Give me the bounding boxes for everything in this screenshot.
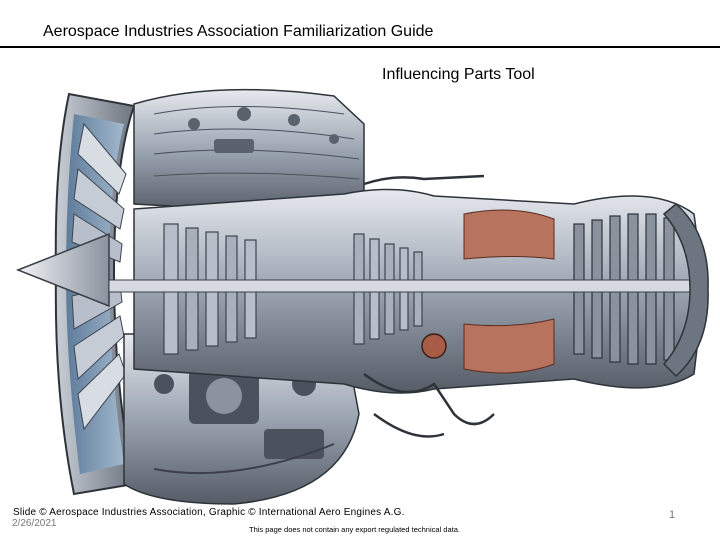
combustor-section [463,209,555,374]
footer-export-note: This page does not contain any export re… [249,525,460,534]
external-pipes [363,174,495,438]
engine-cutaway-illustration [15,88,709,505]
exhaust-nozzle [662,203,709,378]
header-divider [0,46,720,48]
slide-title: Influencing Parts Tool [382,66,535,83]
page-number: 1 [669,509,676,521]
footer-credit: Slide © Aerospace Industries Association… [13,507,405,518]
main-shaft [108,279,700,293]
compressor-case-upper [133,88,365,215]
spinner-cone [15,232,110,308]
core-engine [108,188,705,394]
footer-date: 2/26/2021 [12,518,57,529]
header-title: Aerospace Industries Association Familia… [43,23,434,40]
heat-exchanger [421,333,447,359]
